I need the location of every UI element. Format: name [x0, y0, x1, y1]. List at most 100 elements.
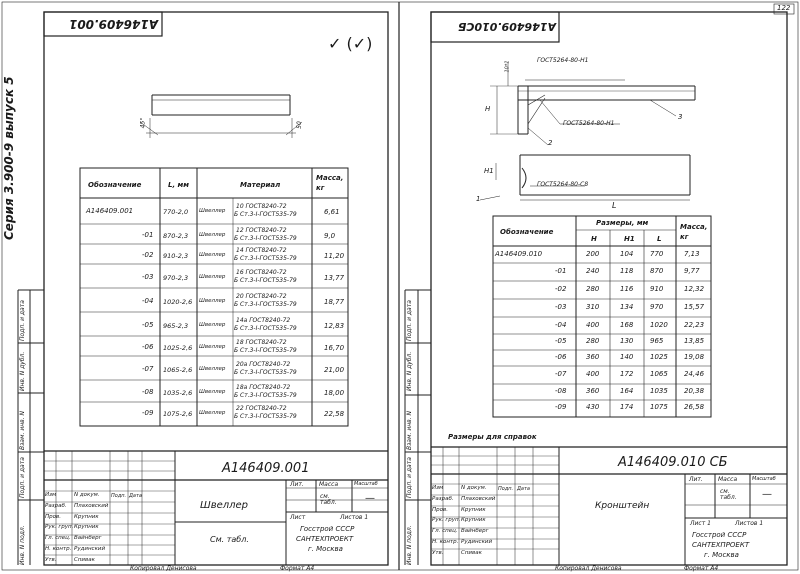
signature-name: N докум. [461, 485, 487, 491]
table-cell-code: -06 [555, 353, 567, 361]
table-cell-H1: 118 [620, 267, 634, 275]
table-cell-material-line2: Б Ст.3-I-ГОСТ535-79 [234, 255, 297, 262]
table-cell-L: 1020 [650, 321, 668, 329]
table-cell-material-line1: 16 ГОСТ8240-72 [236, 269, 287, 276]
side-strip-label: Взам. инв. N [406, 411, 413, 450]
right-tb-sheets: Листов 1 [735, 520, 764, 527]
table-cell-H: 430 [586, 403, 600, 411]
signature-name: Крупник [461, 517, 486, 524]
table-cell-mass: 9,0 [324, 232, 336, 240]
table-cell-material-line1: 20а ГОСТ8240-72 [236, 361, 291, 368]
signature-role: Рук. груп. [432, 517, 461, 524]
table-cell-code: -09 [555, 403, 567, 411]
right-top-code: A146409.010СБ [457, 20, 556, 33]
table-cell-mass: 22,58 [324, 410, 345, 418]
side-strip-label: Подп. и дата [19, 300, 26, 341]
table-cell-H: 400 [586, 370, 600, 378]
position-2: 2 [548, 139, 553, 147]
signature-role: Гл. спец. [432, 528, 458, 535]
table-cell-material-line1: 10 ГОСТ8240-72 [236, 203, 287, 210]
left-tb-col-sign: Подп. [111, 493, 127, 499]
table-cell-L: 1025 [650, 353, 668, 361]
left-tb-sheets: Листов 1 [340, 514, 369, 521]
side-strip-label: Инв. N дубл. [19, 351, 26, 391]
left-top-code: A146409.001 [69, 17, 158, 31]
signature-role: Изм [45, 492, 57, 498]
table-cell-length: 1065-2,6 [163, 366, 193, 374]
rt-header-dims: Размеры, мм [596, 219, 649, 227]
dim-L: L [612, 201, 617, 210]
table-cell-H1: 116 [620, 285, 634, 293]
table-cell-mass: 12,32 [684, 285, 705, 293]
right-tb-org2: САНТЕХПРОЕКТ [692, 541, 750, 549]
left-format: Формат А4 [280, 565, 315, 572]
right-tb-mass-h: Масса [718, 476, 738, 483]
table-cell-length: 910-2,3 [163, 252, 189, 260]
gost-label-mid: ГОСТ5264-80-Н1 [563, 120, 615, 127]
left-copied: Копировал Денисова [130, 565, 197, 572]
table-cell-H1: 164 [620, 387, 634, 395]
table-cell-H: 280 [586, 337, 600, 345]
signature-name: Вайнберг [461, 528, 489, 535]
table-cell-material-line1: 20 ГОСТ8240-72 [236, 293, 287, 300]
table-cell-code: -06 [142, 343, 154, 351]
table-cell-material-line2: Б Ст.3-I-ГОСТ535-79 [234, 277, 297, 284]
table-cell-code: -05 [142, 321, 154, 329]
rt-header-H: H [591, 235, 597, 243]
table-cell-material-line2: Б Ст.3-I-ГОСТ535-79 [234, 325, 297, 332]
table-cell-material-type: Швеллер [199, 410, 226, 416]
table-cell-material-type: Швеллер [199, 344, 226, 350]
table-cell-code: -05 [555, 337, 567, 345]
table-cell-code: -01 [555, 267, 567, 275]
table-cell-H1: 140 [620, 353, 634, 361]
table-cell-H1: 174 [620, 403, 634, 411]
dim-H: H [485, 105, 491, 113]
table-cell-H: 310 [586, 303, 600, 311]
table-cell-code: -07 [555, 370, 567, 378]
signature-name: Крупник [461, 506, 486, 513]
right-tb-org3: г. Москва [704, 551, 739, 559]
left-view-dim: 50 [295, 121, 303, 129]
table-cell-material-type: Швеллер [199, 232, 226, 238]
table-cell-mass: 18,77 [324, 298, 345, 306]
table-cell-material-line1: 22 ГОСТ8240-72 [236, 405, 287, 412]
table-cell-code: -04 [142, 297, 154, 305]
right-copied: Копировал Денисова [555, 565, 622, 572]
table-cell-material-type: Швеллер [199, 389, 226, 395]
table-cell-H1: 104 [620, 250, 634, 258]
left-tb-mass-v: см. табл. [320, 493, 337, 506]
table-cell-L: 970 [650, 303, 664, 311]
table-cell-code: -02 [142, 251, 154, 259]
table-cell-material-type: Швеллер [199, 366, 226, 372]
gost-label-top: ГОСТ5264-80-Н1 [537, 57, 589, 64]
table-cell-length: 1075-2,6 [163, 410, 193, 418]
table-cell-mass: 26,58 [684, 403, 705, 411]
right-tb-col-date: Дата [517, 486, 530, 492]
signature-role: Пров. [432, 506, 448, 513]
left-tb-scale-v: — [365, 493, 375, 504]
table-cell-H: 200 [586, 250, 600, 258]
table-cell-length: 870-2,3 [163, 232, 189, 240]
table-cell-length: 970-2,3 [163, 274, 189, 282]
table-cell-mass: 19,08 [684, 353, 705, 361]
signature-name: Рудинский [461, 539, 493, 545]
table-cell-code: -08 [142, 388, 154, 396]
table-cell-code: -08 [555, 387, 567, 395]
table-cell-L: 1075 [650, 403, 668, 411]
table-cell-code: -03 [555, 303, 567, 311]
signature-role: Н. контр. [432, 539, 459, 545]
side-strip-label: Подп. и дата [406, 457, 413, 498]
table-cell-mass: 6,61 [324, 208, 340, 216]
right-tb-org1: Госстрой СССР [692, 531, 747, 539]
table-cell-mass: 13,77 [324, 274, 345, 282]
table-cell-mass: 20,38 [684, 387, 705, 395]
table-cell-length: 770-2,0 [163, 208, 189, 216]
table-cell-material-line2: Б Ст.3-I-ГОСТ535-79 [234, 392, 297, 399]
signature-role: Гл. спец. [45, 535, 71, 542]
left-tb-lit: Лит. [290, 481, 304, 488]
right-format: Формат А4 [684, 565, 719, 572]
table-cell-L: 870 [650, 267, 664, 275]
table-cell-code: -09 [142, 409, 154, 417]
left-tb-scale-h: Масштаб [354, 481, 378, 487]
